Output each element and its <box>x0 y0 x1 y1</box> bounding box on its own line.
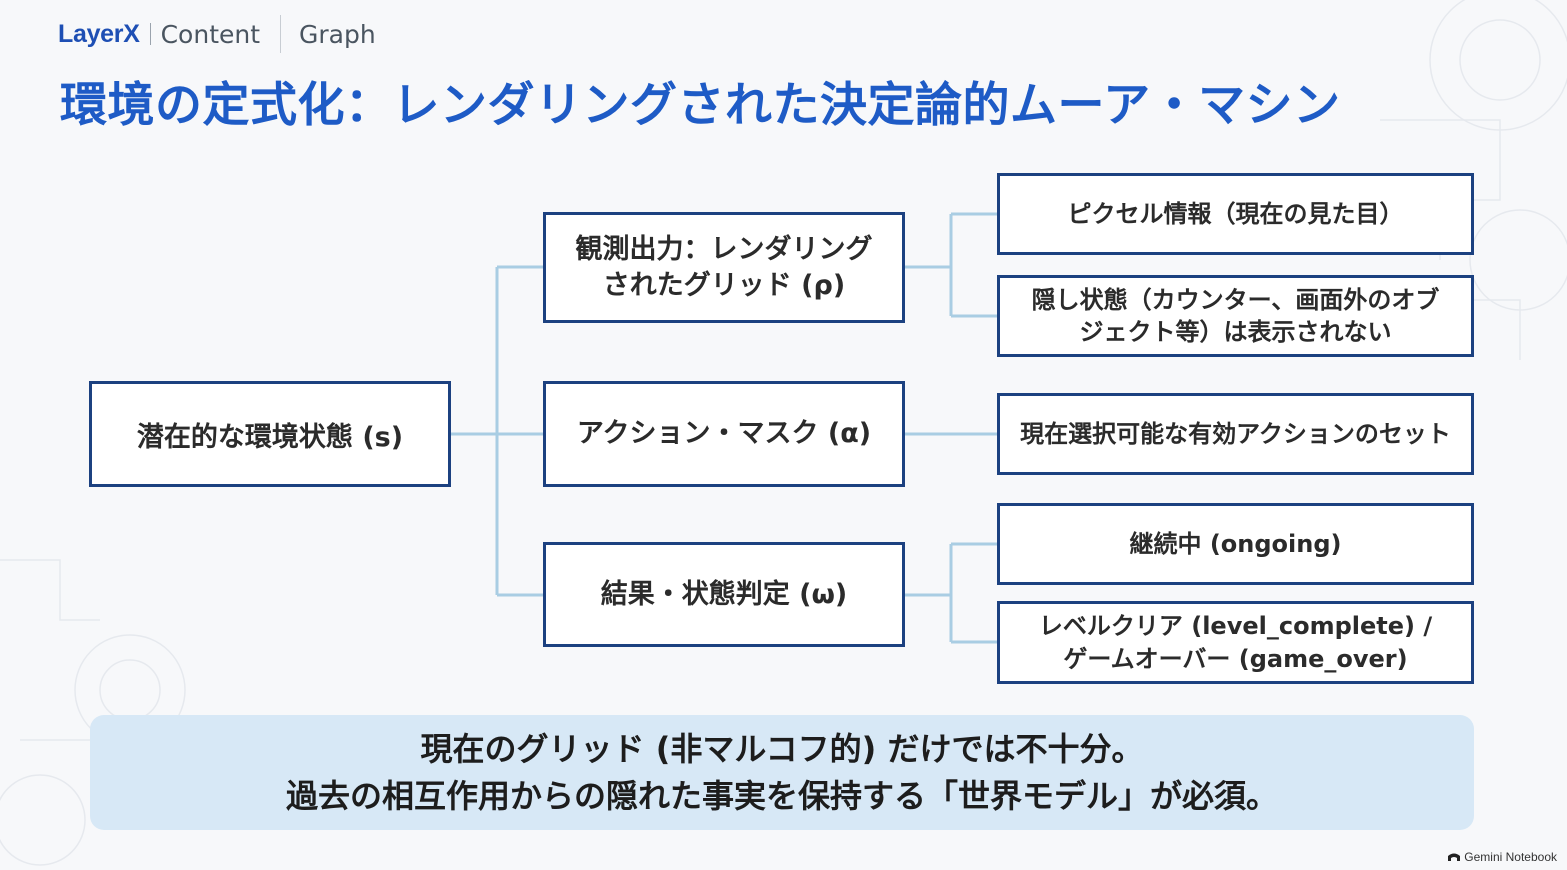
callout-line-1: 現在のグリッド (非マルコフ的) だけでは不十分。 <box>420 730 1144 769</box>
logo-separator <box>149 23 151 45</box>
key-takeaway-callout: 現在のグリッド (非マルコフ的) だけでは不十分。 過去の相互作用からの隠れた事… <box>90 715 1474 830</box>
leaf-pixel-info: ピクセル情報（現在の見た目） <box>997 173 1474 255</box>
node-observation-label: 観測出力：レンダリング されたグリッド (ρ) <box>575 234 873 301</box>
node-latent-state-label: 潜在的な環境状態 (s) <box>136 421 404 453</box>
nav-divider <box>280 15 282 53</box>
node-result-judgement: 結果・状態判定 (ω) <box>543 542 905 647</box>
node-action-mask-label: アクション・マスク (α) <box>576 418 872 450</box>
nav-graph[interactable]: Graph <box>299 19 376 49</box>
leaf-pixel-info-label: ピクセル情報（現在の見た目） <box>1067 199 1404 228</box>
leaf-level-clear-label: レベルクリア (level_complete) / ゲームオーバー (game_… <box>1038 612 1433 673</box>
header: LayerX Content Graph <box>58 14 376 54</box>
layerx-logo: LayerX <box>58 19 140 48</box>
slide-title: 環境の定式化：レンダリングされた決定論的ムーア・マシン <box>60 78 1341 133</box>
leaf-ongoing-label: 継続中 (ongoing) <box>1129 529 1342 558</box>
leaf-valid-actions: 現在選択可能な有効アクションのセット <box>997 393 1474 475</box>
gemini-notebook-icon <box>1448 853 1461 861</box>
leaf-hidden-state: 隠し状態（カウンター、画面外のオブ ジェクト等）は表示されない <box>997 275 1474 357</box>
node-observation-output: 観測出力：レンダリング されたグリッド (ρ) <box>543 212 905 323</box>
leaf-valid-actions-label: 現在選択可能な有効アクションのセット <box>1020 419 1451 448</box>
callout-line-2: 過去の相互作用からの隠れた事実を保持する「世界モデル」が必須。 <box>285 776 1278 815</box>
footer-brand-label: Gemini Notebook <box>1464 850 1557 864</box>
node-latent-state: 潜在的な環境状態 (s) <box>89 381 451 487</box>
node-result-label: 結果・状態判定 (ω) <box>600 578 848 610</box>
node-action-mask: アクション・マスク (α) <box>543 381 905 487</box>
nav-content[interactable]: Content <box>160 19 261 49</box>
leaf-hidden-state-label: 隠し状態（カウンター、画面外のオブ ジェクト等）は表示されない <box>1031 285 1440 346</box>
leaf-level-clear: レベルクリア (level_complete) / ゲームオーバー (game_… <box>997 601 1474 684</box>
footer-brand: Gemini Notebook <box>1447 850 1557 864</box>
leaf-ongoing: 継続中 (ongoing) <box>997 503 1474 585</box>
